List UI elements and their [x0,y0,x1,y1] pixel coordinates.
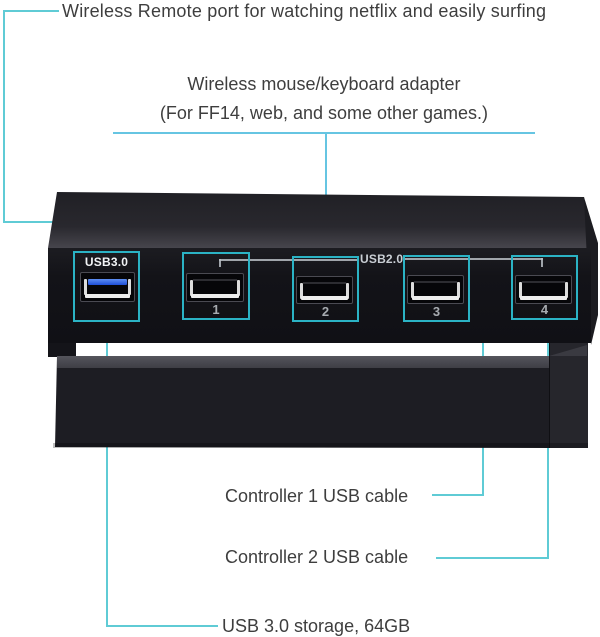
storage-callout-line-vertical [106,322,108,627]
adapter-label-line1: Wireless mouse/keyboard adapter [187,74,461,94]
controller2-label: Controller 2 USB cable [225,547,409,567]
usb3-port [80,272,135,302]
adapter-label-line2: (For FF14, web, and some other games.) [159,103,489,123]
remote-callout-line-left [3,10,5,223]
usb3-port-blue-tongue [88,279,127,285]
usb2-port-3 [407,275,464,304]
usb2-port-2-callout-box: 2 [292,256,359,322]
usb2-port-1-callout-box: 1 [182,252,250,320]
port-1-left-pin [190,280,193,296]
port-4-slot [522,281,565,283]
adapter-underline [113,132,535,134]
port-2-slot [303,282,346,284]
stand-front-face [55,356,549,448]
port-1-bottom-edge [191,294,239,298]
port-3-number-label: 3 [432,304,441,319]
usb2-port-4-callout-box: 4 [511,255,578,320]
adapter-callout-drop [325,132,327,256]
usb3-port-right-pin [128,279,131,295]
usb2-bracket-left-tick [219,259,221,267]
port-2-number-label: 2 [321,304,330,319]
port-2-left-pin [300,283,303,299]
port-3-slot [414,281,457,283]
hub-left-foot [48,343,76,357]
stand-right-face [549,343,588,448]
usb2-bracket-right-segment [404,258,543,260]
usb3-port-bottom-edge [85,294,130,298]
port-4-number-label: 4 [540,302,549,317]
usb2-port-3-callout-box: 3 [403,255,470,322]
port-1-right-pin [237,280,240,296]
port-4-right-pin [565,282,568,298]
hub-top-face [48,192,591,255]
port-1-number-label: 1 [212,302,220,317]
usb3-port-left-pin [84,279,87,295]
usb2-bracket-left-segment [219,259,358,261]
remote-callout-line-top [3,10,59,12]
stand-top-slant [549,345,587,356]
stand-top-band [57,356,549,368]
usb3-printed-label: USB3.0 [84,255,129,269]
remote-port-label: Wireless Remote port for watching netfli… [62,1,547,21]
usb2-port-2 [296,276,353,304]
port-4-bottom-edge [520,296,567,300]
port-3-left-pin [411,282,414,298]
controller2-callout-horizontal [436,557,549,559]
usb2-bracket-right-tick [541,258,543,267]
port-1-slot [193,279,237,281]
port-2-right-pin [346,283,349,299]
port-3-right-pin [457,282,460,298]
port-3-bottom-edge [412,296,459,300]
usb2-port-4 [515,275,572,304]
port-4-left-pin [519,282,522,298]
storage-label: USB 3.0 storage, 64GB [222,616,411,636]
usb3-port-callout-box: USB3.0 [73,251,140,322]
storage-callout-line-horizontal [106,625,218,627]
controller1-label: Controller 1 USB cable [225,486,409,506]
stand-bottom-shadow [53,443,588,448]
port-2-bottom-edge [301,296,348,300]
usb2-printed-label: USB2.0 [360,252,404,266]
controller1-callout-horizontal [432,494,484,496]
usb2-port-1 [186,273,244,302]
